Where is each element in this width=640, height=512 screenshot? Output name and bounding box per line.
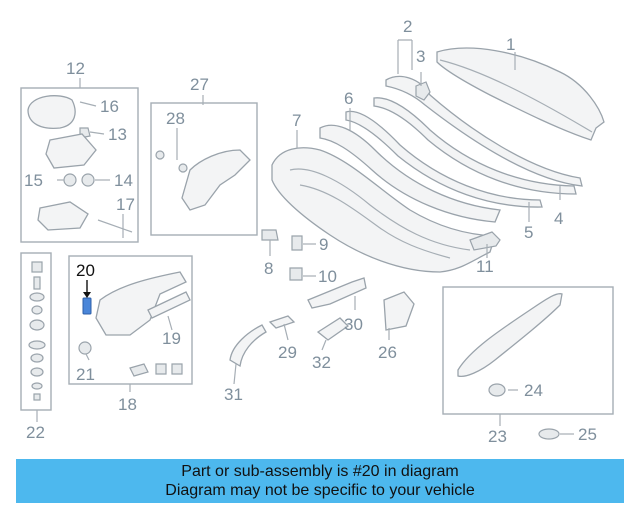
callout-28: 28 xyxy=(166,109,185,128)
part-23-side-panel xyxy=(457,293,563,378)
part-5-strip xyxy=(345,110,543,208)
callout-31: 31 xyxy=(224,385,243,404)
part-29-plate xyxy=(268,315,296,329)
part-22-fastener-stack xyxy=(28,261,46,401)
part-8-pad xyxy=(261,229,279,241)
part-7-lid-frame xyxy=(271,147,496,273)
callout-12: 12 xyxy=(66,59,85,78)
group-box-27 xyxy=(150,102,258,236)
callout-4: 4 xyxy=(554,209,563,228)
part-7-inner xyxy=(289,168,471,251)
part-2-seal xyxy=(385,75,583,187)
part-18-hinge xyxy=(95,271,187,336)
part-14-nut xyxy=(81,173,95,187)
banner-line-2: Diagram may not be specific to your vehi… xyxy=(165,482,475,499)
part-18-small-parts xyxy=(129,363,183,377)
info-banner: Part or sub-assembly is #20 in diagram D… xyxy=(16,459,624,503)
part-28-screw-b xyxy=(178,163,188,173)
callout-1: 1 xyxy=(506,35,515,54)
part-31-strut xyxy=(229,324,267,368)
leader-arrow-20 xyxy=(83,292,91,298)
callout-10: 10 xyxy=(318,267,337,286)
callout-5: 5 xyxy=(524,223,533,242)
part-24-grommet xyxy=(488,383,506,397)
part-25-cap xyxy=(538,428,560,440)
part-27-bracket xyxy=(181,149,251,211)
callout-3: 3 xyxy=(416,47,425,66)
callout-32: 32 xyxy=(312,353,331,372)
callout-9: 9 xyxy=(319,235,328,254)
callout-21: 21 xyxy=(76,365,95,384)
part-15-bolt xyxy=(63,173,77,187)
group-box-23 xyxy=(442,286,614,415)
callout-23: 23 xyxy=(488,427,507,446)
part-26-latch xyxy=(383,291,415,331)
callout-11: 11 xyxy=(476,257,494,276)
part-16-cover xyxy=(27,95,76,130)
callout-16: 16 xyxy=(100,97,119,116)
callout-30: 30 xyxy=(344,315,363,334)
callout-18: 18 xyxy=(118,395,137,414)
part-28-screw-a xyxy=(155,150,165,160)
part-11-hinge-strip xyxy=(469,231,501,251)
part-7-inner2 xyxy=(299,184,451,259)
part-9-bumper xyxy=(291,235,303,251)
callout-17: 17 xyxy=(116,195,135,214)
part-21-bushing xyxy=(78,341,92,355)
callout-15: 15 xyxy=(24,171,43,190)
callout-13: 13 xyxy=(108,125,127,144)
callout-29: 29 xyxy=(278,343,297,362)
callout-labels: 1 2 3 4 5 6 7 8 9 10 11 12 13 14 15 16 1… xyxy=(24,17,597,446)
callout-19: 19 xyxy=(162,329,181,348)
part-1-cover-panel xyxy=(436,47,605,141)
callout-22: 22 xyxy=(26,423,45,442)
callout-8: 8 xyxy=(264,259,273,278)
part-30-bracket xyxy=(307,277,367,309)
callout-20: 20 xyxy=(76,261,95,280)
callout-26: 26 xyxy=(378,343,397,362)
part-12-bracket xyxy=(45,133,97,169)
parts-diagram: 1 2 3 4 5 6 7 8 9 10 11 12 13 14 15 16 1… xyxy=(20,17,614,446)
callout-25: 25 xyxy=(578,425,597,444)
group-box-22 xyxy=(20,252,52,411)
callout-6: 6 xyxy=(344,89,353,108)
part-17-rod xyxy=(97,219,133,233)
part-20-highlighted xyxy=(82,297,92,315)
banner-line-1: Part or sub-assembly is #20 in diagram xyxy=(181,463,459,480)
callout-27: 27 xyxy=(190,75,209,94)
callout-24: 24 xyxy=(524,381,543,400)
part-6-liner-panel xyxy=(319,124,501,223)
part-4-trim-strip xyxy=(373,97,577,195)
part-19-arm xyxy=(147,291,191,319)
part-32-mount xyxy=(316,317,350,341)
part-12-latch xyxy=(37,201,89,231)
callout-2: 2 xyxy=(403,17,412,36)
leader-lines xyxy=(36,39,574,435)
callout-14: 14 xyxy=(114,171,133,190)
callout-7: 7 xyxy=(292,111,301,130)
part-10-stop xyxy=(289,267,303,281)
part-1-edge xyxy=(439,59,593,133)
part-3-clip xyxy=(415,81,431,101)
